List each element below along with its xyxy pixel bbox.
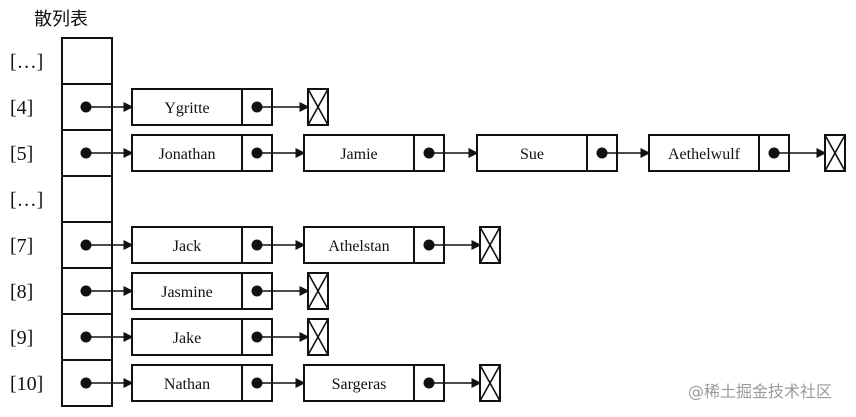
node-name: Jasmine <box>161 284 213 301</box>
node-name: Jonathan <box>159 146 216 163</box>
watermark: @稀土掘金技术社区 <box>688 382 832 401</box>
node-name: Sargeras <box>332 376 387 393</box>
hash-table-rows: […] [4] Ygritte [5] Jonathan Jamie Sue Aethelwu… <box>10 37 846 407</box>
null-terminator-icon <box>307 88 329 126</box>
hash-table-row: [5] Jonathan Jamie Sue Aethelwulf <box>10 129 846 177</box>
bucket-index-label: […] <box>10 189 43 211</box>
linked-list-node: Athelstan <box>303 226 482 264</box>
hash-table-row: [8] Jasmine <box>10 267 329 315</box>
linked-list-node: Jack <box>131 226 306 264</box>
bucket-index-label: [10] <box>10 373 43 395</box>
null-terminator-icon <box>479 226 501 264</box>
hash-table-row: [10] Nathan Sargeras <box>10 359 501 407</box>
node-value-cell <box>131 272 243 310</box>
node-value-cell <box>131 226 243 264</box>
node-value-cell <box>648 134 760 172</box>
bucket-cell <box>61 175 113 223</box>
node-value-cell <box>131 318 243 356</box>
bucket-index-label: […] <box>10 51 43 73</box>
null-terminator-icon <box>479 364 501 402</box>
null-terminator-icon <box>307 272 329 310</box>
bucket-index-label: [5] <box>10 143 33 165</box>
bucket-index-label: [8] <box>10 281 33 303</box>
node-value-cell <box>131 134 243 172</box>
hash-table-title: 散列表 <box>34 9 88 30</box>
linked-list-node: Ygritte <box>131 88 310 126</box>
node-value-cell <box>131 88 243 126</box>
linked-list-node: Jasmine <box>131 272 310 310</box>
node-name: Aethelwulf <box>668 146 741 163</box>
bucket-cell <box>61 37 113 85</box>
linked-list-node: Jonathan <box>131 134 306 172</box>
bucket-index-label: [7] <box>10 235 33 257</box>
linked-list-node: Jake <box>131 318 310 356</box>
linked-list-node: Jamie <box>303 134 479 172</box>
node-name: Jake <box>173 330 201 347</box>
hash-table-row: [4] Ygritte <box>10 83 329 131</box>
bucket-index-label: [9] <box>10 327 33 349</box>
hash-table-row: […] <box>10 37 113 85</box>
node-value-cell <box>131 364 243 402</box>
hash-table-row: [7] Jack Athelstan <box>10 221 501 269</box>
node-name: Jamie <box>340 146 377 163</box>
bucket-index-label: [4] <box>10 97 33 119</box>
node-value-cell <box>303 226 415 264</box>
linked-list-node: Aethelwulf <box>648 134 827 172</box>
null-terminator-icon <box>307 318 329 356</box>
node-value-cell <box>303 134 415 172</box>
node-value-cell <box>303 364 415 402</box>
node-name: Ygritte <box>164 100 209 117</box>
node-pointer-cell <box>241 364 273 402</box>
node-name: Sue <box>520 146 544 163</box>
node-name: Athelstan <box>328 238 389 255</box>
node-name: Jack <box>173 238 201 255</box>
node-name: Nathan <box>164 376 210 393</box>
linked-list-node: Sue <box>476 134 651 172</box>
hash-table-row: [9] Jake <box>10 313 329 361</box>
node-value-cell <box>476 134 588 172</box>
linked-list-node: Sargeras <box>303 364 482 402</box>
hash-table-row: […] <box>10 175 113 223</box>
null-terminator-icon <box>824 134 846 172</box>
linked-list-node: Nathan <box>131 364 306 402</box>
